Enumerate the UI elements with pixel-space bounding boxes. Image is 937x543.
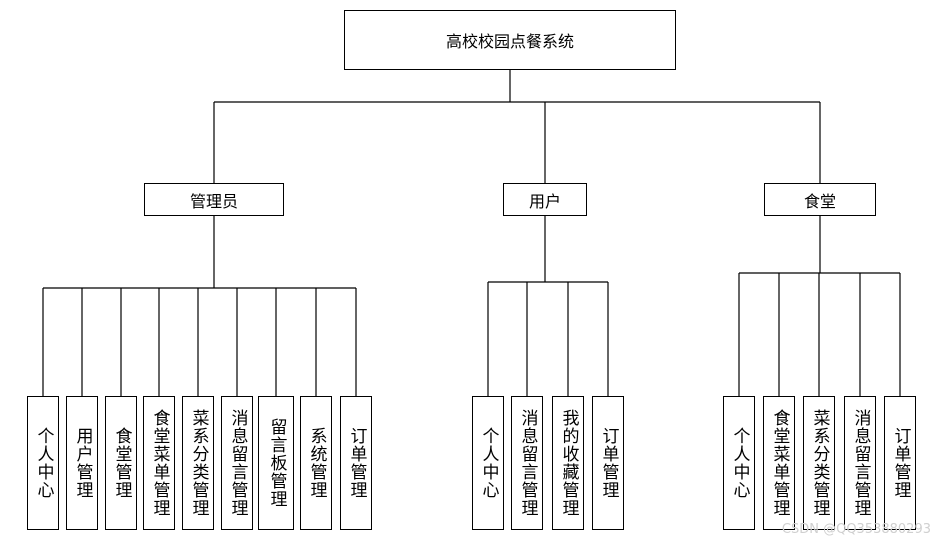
module-node: 留言板管理 [258,396,294,530]
module-node: 订单管理 [884,396,916,530]
module-label: 消息留言管理 [850,409,871,517]
module-node: 食堂菜单管理 [763,396,795,530]
module-label: 消息留言管理 [517,409,538,517]
role-node-canteen: 食堂 [764,183,876,216]
module-node: 用户管理 [66,396,98,530]
module-label: 订单管理 [346,427,367,499]
role-node-user: 用户 [503,183,587,216]
module-label: 订单管理 [598,427,619,499]
module-label: 用户管理 [72,427,93,499]
module-label: 个人中心 [729,427,750,499]
module-label: 食堂菜单管理 [149,409,170,517]
module-node: 食堂菜单管理 [143,396,175,530]
role-label: 用户 [528,191,561,211]
module-node: 订单管理 [592,396,624,530]
module-label: 菜系分类管理 [809,409,830,517]
module-node: 系统管理 [300,396,332,530]
role-node-admin: 管理员 [144,183,284,216]
module-node: 消息留言管理 [511,396,543,530]
role-label: 食堂 [803,191,836,211]
module-node: 消息留言管理 [221,396,253,530]
module-node: 个人中心 [27,396,59,530]
role-label: 管理员 [189,191,238,211]
module-node: 菜系分类管理 [182,396,214,530]
module-node: 个人中心 [723,396,755,530]
module-label: 个人中心 [33,427,54,499]
module-node: 消息留言管理 [844,396,876,530]
module-label: 食堂管理 [111,427,132,499]
module-node: 我的收藏管理 [552,396,584,530]
module-label: 消息留言管理 [227,409,248,517]
module-node: 订单管理 [340,396,372,530]
module-label: 系统管理 [306,427,327,499]
module-node: 菜系分类管理 [803,396,835,530]
watermark-text: CSDN @QQ353880293 [781,522,931,537]
module-label: 个人中心 [478,427,499,499]
module-label: 我的收藏管理 [558,409,579,517]
module-label: 订单管理 [890,427,911,499]
module-node: 食堂管理 [105,396,137,530]
module-label: 菜系分类管理 [188,409,209,517]
root-label: 高校校园点餐系统 [445,32,574,51]
module-node: 个人中心 [472,396,504,530]
module-label: 食堂菜单管理 [769,409,790,517]
module-label: 留言板管理 [266,418,287,508]
root-node: 高校校园点餐系统 [344,10,676,70]
